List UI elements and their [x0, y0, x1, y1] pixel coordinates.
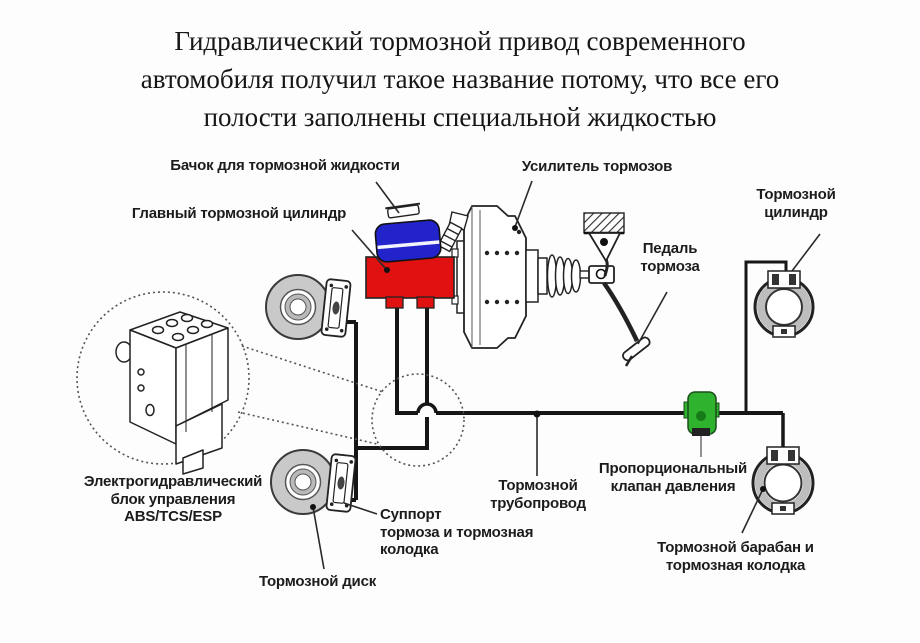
pedal-mount — [583, 212, 625, 234]
caliper-front — [320, 278, 352, 338]
label-reservoir: Бачок для тормозной жидкости — [170, 157, 400, 174]
booster-rivets — [484, 229, 522, 305]
label-prop-valve: Пропорциональный клапан давления — [598, 460, 748, 495]
disc-brake-front — [265, 274, 352, 340]
drum-brake-top — [753, 270, 815, 338]
label-booster: Усилитель тормозов — [521, 158, 673, 175]
label-abs-unit: Электрогидравлический блок управления AB… — [83, 473, 263, 525]
abs-magnifier-circle — [76, 291, 250, 465]
junction-magnifier-circle — [371, 373, 465, 467]
leader-dots — [310, 225, 766, 510]
pipe-crossover-bridge — [416, 402, 438, 414]
fluid-level-line — [377, 240, 440, 250]
booster-bellows — [546, 254, 582, 298]
caliper-rear — [325, 453, 357, 513]
label-pedal: Педаль тормоза — [640, 240, 700, 275]
label-master-cylinder: Главный тормозной цилиндр — [131, 205, 347, 222]
pedal-arm — [602, 281, 640, 342]
master-cylinder-assembly — [365, 202, 455, 309]
vacuum-fitting — [437, 211, 469, 253]
label-caliper: Суппорт тормоза и тормозная колодка — [380, 506, 534, 558]
label-wheel-cylinder: Тормозной цилиндр — [756, 186, 836, 221]
slide-title: Гидравлический тормозной привод современ… — [140, 26, 780, 132]
disc-brake-rear-left — [270, 449, 357, 515]
abs-unit — [115, 311, 229, 475]
brake-pipes — [344, 260, 788, 502]
fluid-reservoir — [374, 219, 442, 263]
pedal-pivot — [600, 238, 608, 246]
brake-pedal — [583, 212, 651, 367]
abs-callout — [76, 291, 465, 467]
label-brake-drum: Тормозной барабан и тормозная колодка — [657, 539, 814, 574]
pedal-pad — [622, 336, 651, 362]
proportioning-valve — [683, 391, 720, 436]
leader-lines — [310, 180, 821, 570]
drum-brake-bottom — [751, 446, 815, 515]
brake-booster — [437, 205, 592, 349]
label-brake-disc: Тормозной диск — [258, 573, 377, 590]
master-cylinder — [365, 256, 455, 299]
label-brake-line: Тормозной трубопровод — [490, 477, 586, 512]
